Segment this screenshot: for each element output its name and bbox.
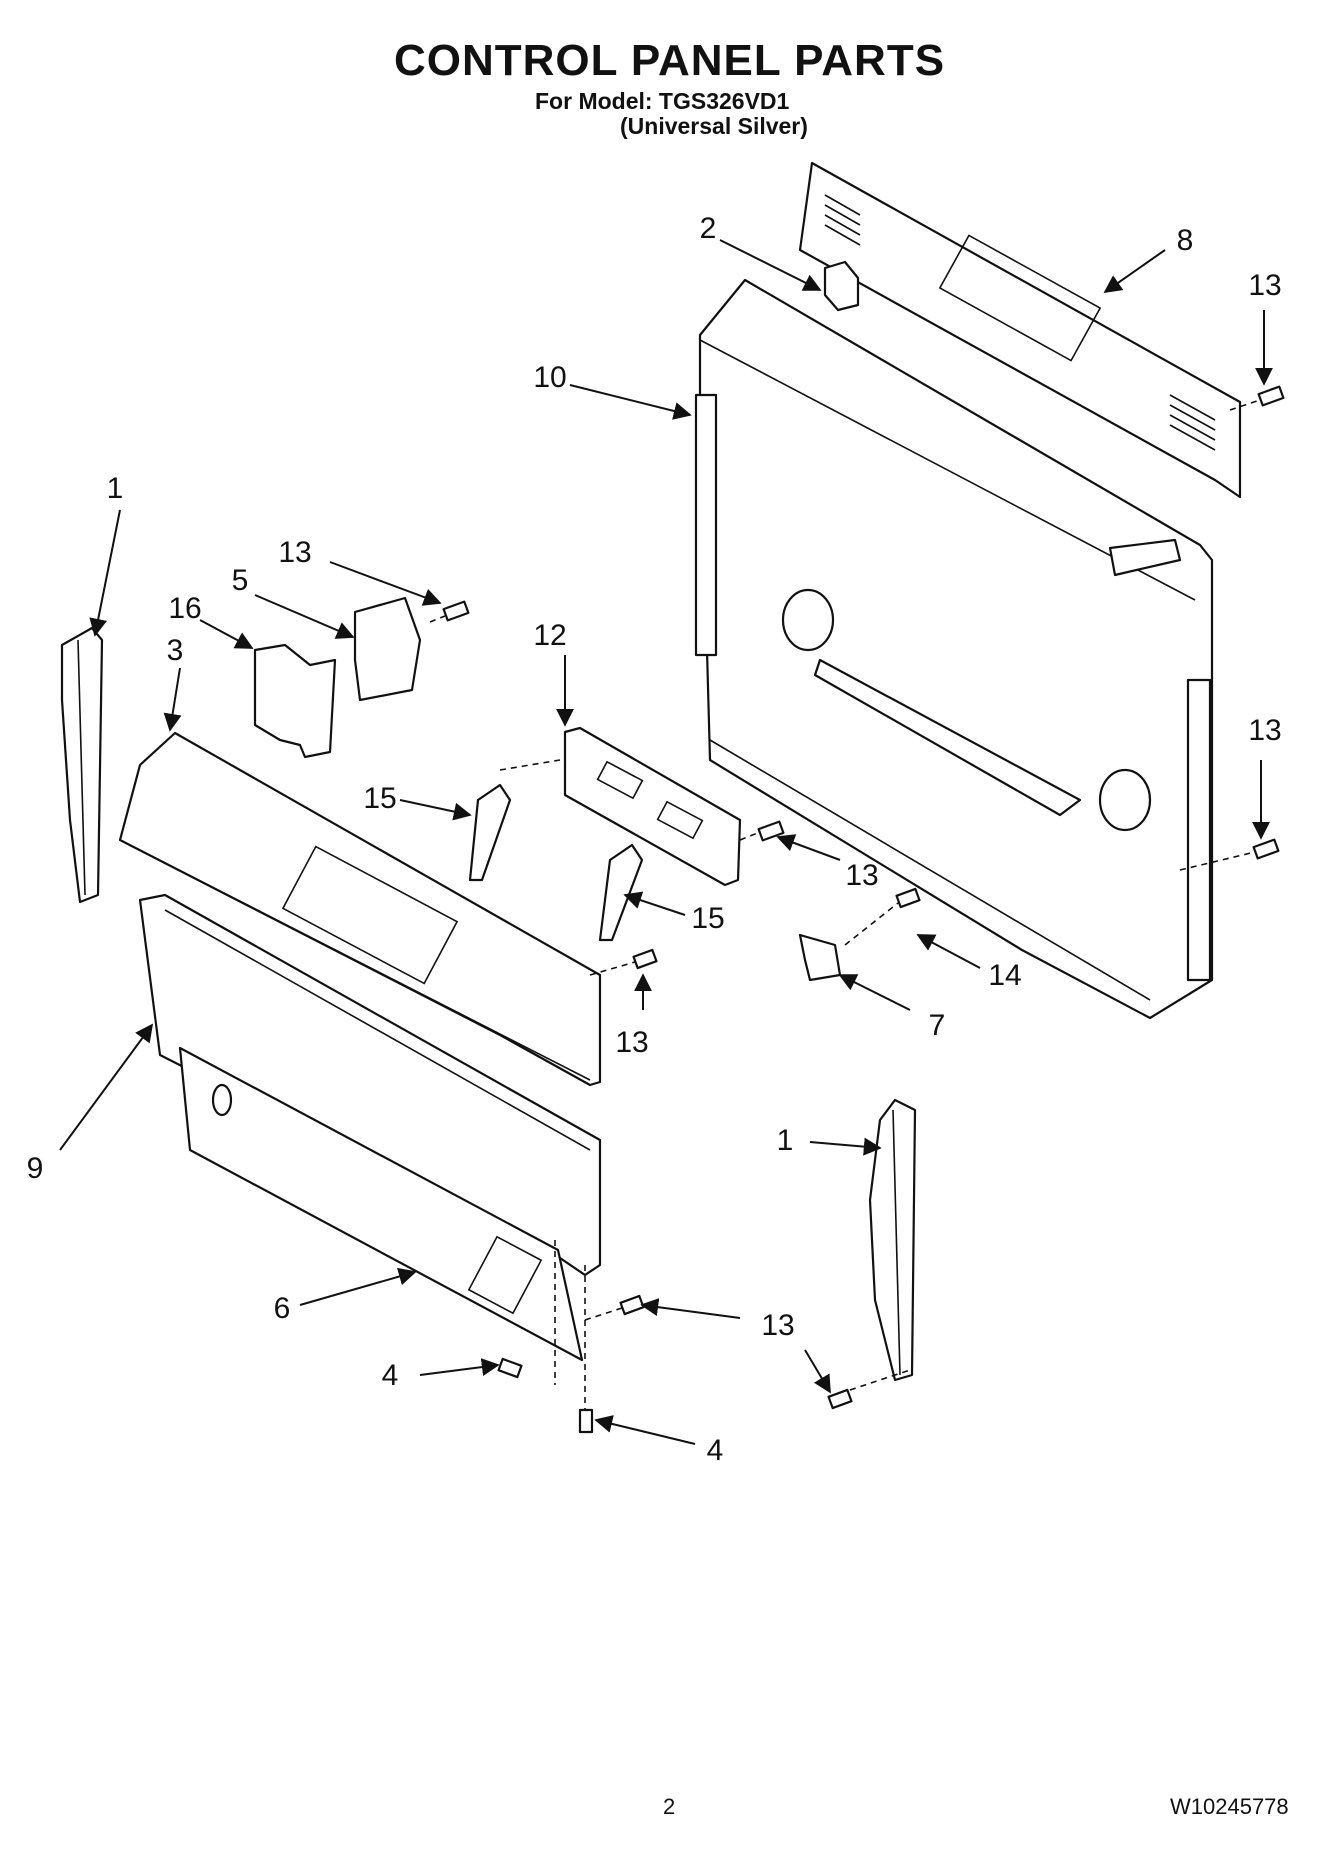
screws <box>442 385 1285 1434</box>
callout-2: 2 <box>700 212 717 245</box>
part-6-lower-panel <box>178 1046 584 1362</box>
callout-15-left: 15 <box>363 782 396 815</box>
part-3-control-panel <box>118 731 602 1087</box>
callout-9: 9 <box>27 1152 44 1185</box>
leader-lines <box>59 239 1273 1445</box>
callout-13-clock: 13 <box>845 859 878 892</box>
callout-16: 16 <box>168 592 201 625</box>
callout-13-lower: 13 <box>761 1309 794 1342</box>
callout-13-right-middle: 13 <box>1248 714 1281 747</box>
callout-8: 8 <box>1177 224 1194 257</box>
part-12-clock <box>563 726 742 887</box>
callout-7: 7 <box>929 1009 946 1042</box>
color-line: (Universal Silver) <box>620 113 808 139</box>
part-7-sensor <box>798 933 842 982</box>
callout-5: 5 <box>232 564 249 597</box>
page-number: 2 <box>663 1794 676 1819</box>
part-10-rear-panel <box>694 278 1214 1020</box>
part-1-end-cap-right <box>868 1098 917 1382</box>
part-2-clip <box>823 260 860 312</box>
part-15-harness-b <box>598 843 644 942</box>
document-code: W10245778 <box>1170 1794 1289 1819</box>
callout-3: 3 <box>167 634 184 667</box>
callout-12: 12 <box>533 619 566 652</box>
part-1-end-cap-left <box>60 626 104 904</box>
alignment-lines <box>429 399 1261 1410</box>
callout-14: 14 <box>988 959 1021 992</box>
part-8-rear-shield <box>798 161 1242 499</box>
part-16-bracket <box>253 643 337 759</box>
callout-1-right: 1 <box>777 1124 794 1157</box>
callout-4-right: 4 <box>707 1434 724 1467</box>
callout-1-left: 1 <box>107 472 124 505</box>
callout-10: 10 <box>533 361 566 394</box>
model-line: For Model: TGS326VD1 <box>535 88 790 114</box>
callout-6: 6 <box>274 1292 291 1325</box>
callout-13-top-left: 13 <box>278 536 311 569</box>
callout-13-panel: 13 <box>615 1026 648 1059</box>
callout-13-top-right: 13 <box>1248 269 1281 302</box>
callout-4-left: 4 <box>382 1359 399 1392</box>
callout-15-right: 15 <box>691 902 724 935</box>
part-15-harness-a <box>468 783 512 882</box>
part-5-control-board <box>353 596 422 702</box>
callout-labels: 1 1 2 3 4 4 5 6 7 8 9 10 12 13 13 13 13 … <box>27 212 1282 1467</box>
page-title: CONTROL PANEL PARTS <box>393 36 946 85</box>
